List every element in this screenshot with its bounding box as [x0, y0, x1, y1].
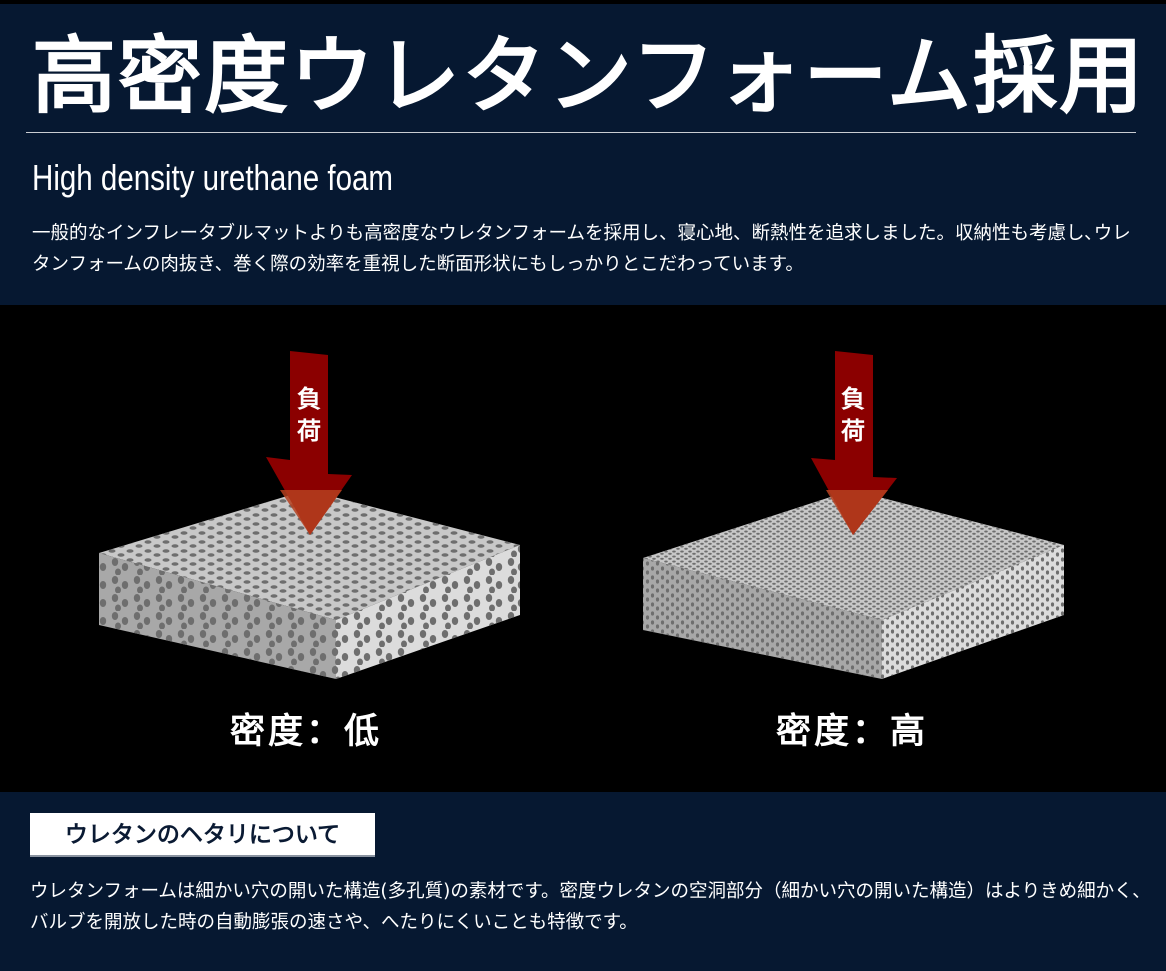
- section-heading: ウレタンのヘタリについて: [30, 813, 375, 857]
- foam-block-low-density: [99, 490, 520, 679]
- load-label-left: 負 荷: [294, 383, 324, 447]
- load-char-2: 荷: [841, 417, 865, 445]
- title-divider: [26, 132, 1136, 133]
- foam-illustration: [99, 351, 1064, 679]
- load-arrow-left: [266, 351, 352, 535]
- density-comparison-panel: 負 荷 負 荷 密度：低 密度：高: [0, 305, 1166, 792]
- section-body: ウレタンフォームは細かい穴の開いた構造(多孔質)の素材です。密度ウレタンの空洞部…: [30, 881, 1142, 933]
- english-subtitle: High density urethane foam: [32, 157, 394, 198]
- foam-block-high-density: [643, 490, 1064, 679]
- density-label-high: 密度：高: [776, 712, 929, 752]
- header-panel: 高密度ウレタンフォーム採用 High density urethane foam…: [0, 4, 1166, 305]
- load-char-2: 荷: [297, 417, 321, 445]
- load-arrow-right: [811, 351, 897, 535]
- load-char-1: 負: [297, 385, 321, 413]
- page-title: 高密度ウレタンフォーム採用: [32, 27, 1145, 125]
- load-label-right: 負 荷: [838, 383, 868, 447]
- density-label-low: 密度：低: [230, 712, 383, 752]
- info-panel: ウレタンのヘタリについて ウレタンフォームは細かい穴の開いた構造(多孔質)の素材…: [0, 792, 1166, 971]
- header-description: 一般的なインフレータブルマットよりも高密度なウレタンフォームを採用し、寝心地、断…: [32, 223, 1131, 275]
- load-char-1: 負: [841, 385, 865, 413]
